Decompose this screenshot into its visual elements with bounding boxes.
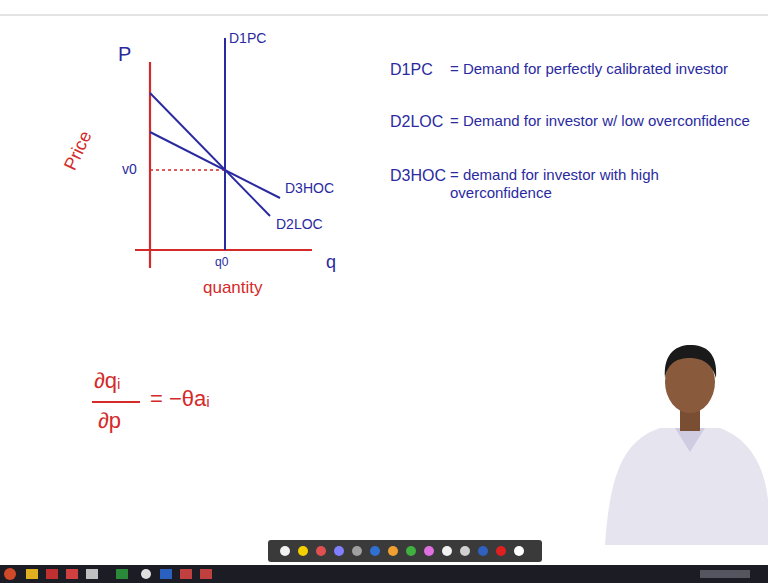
definition-text: = Demand for perfectly calibrated invest… [450,60,762,78]
formula-numerator: ∂qᵢ [94,368,121,394]
tick-label: v0 [122,161,137,178]
toolbar-icon [406,546,416,556]
taskbar [0,565,768,583]
toolbar-icon [442,546,452,556]
presenter-figure [605,345,768,545]
toolbar-icon [334,546,344,556]
toolbar-icon [424,546,434,556]
presenter-shirt [605,428,768,545]
definition-term: D1PC [390,60,433,79]
fraction-bar [92,401,140,403]
toolbar-icon [460,546,470,556]
formula-denominator: ∂p [98,408,121,434]
taskbar-icon [46,569,58,579]
taskbar-icon [160,569,172,579]
definition-term: D2LOC [390,112,443,131]
taskbar-tray [700,570,750,578]
toolbar-icon [514,546,524,556]
toolbar-icon [352,546,362,556]
taskbar-icon [66,569,78,579]
axis-label: q [326,252,336,274]
price-level-dash [150,169,224,171]
quantity-axis [135,249,312,251]
presenter-collar [675,428,705,452]
presenter-hair [665,345,716,378]
demand-curve-hoc [150,132,280,198]
pen-toolbar [268,540,542,562]
definition-text: = Demand for investor w/ low overconfide… [450,112,750,130]
toolbar-icon [370,546,380,556]
toolbar-icon [496,546,506,556]
axis-title: Price [60,128,97,174]
curve-label: D1PC [229,30,266,47]
toolbar-icon [478,546,488,556]
toolbar-bar [268,540,542,562]
top-rule [0,15,768,16]
taskbar-icon [4,568,16,580]
demand-curve-loc [150,93,270,216]
toolbar-icon [316,546,326,556]
taskbar-icon [141,569,151,579]
taskbar-icon [116,569,128,579]
toolbar-icon [280,546,290,556]
definition-term: D3HOC [390,166,446,185]
curve-label: D3HOC [285,180,334,197]
axis-title: quantity [203,278,263,298]
toolbar-icon [388,546,398,556]
taskbar-icon [26,569,38,579]
taskbar-icon [200,569,212,579]
curve-label: D2LOC [276,216,323,233]
definition-text: = demand for investor with high overconf… [450,166,750,202]
taskbar-icon [180,569,192,579]
toolbar-icon [298,546,308,556]
tick-label: q0 [215,255,228,269]
taskbar-icon [86,569,98,579]
axis-label: P [118,42,131,66]
demand-curve-pc [224,38,226,250]
formula-rhs: = −θaᵢ [150,386,210,412]
taskbar-bar [0,565,768,583]
